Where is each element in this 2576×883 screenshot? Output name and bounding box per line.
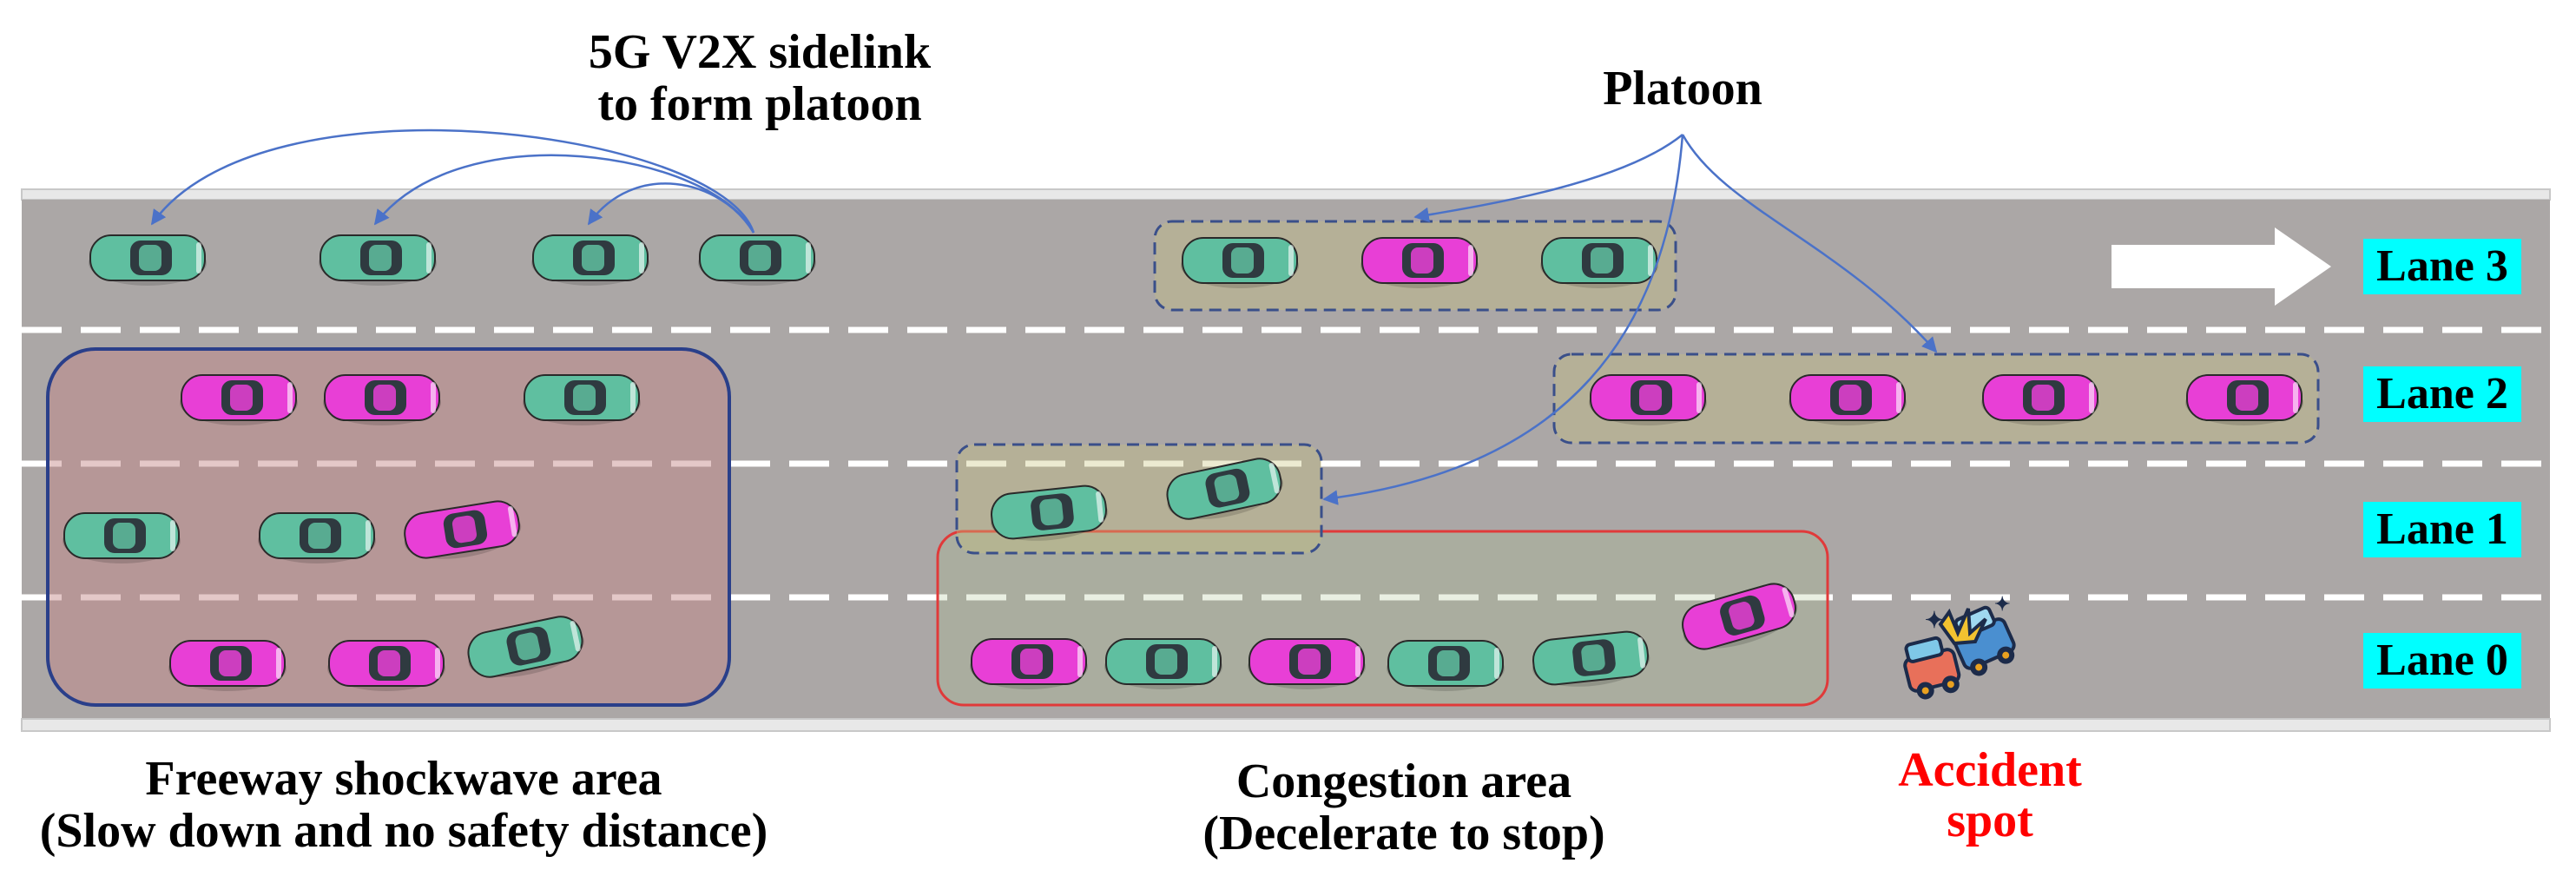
cars (63, 234, 2303, 691)
car-icon (319, 234, 437, 286)
car-icon (970, 638, 1088, 689)
lane-label-text: Lane 1 (2376, 504, 2508, 554)
car-icon (1387, 640, 1505, 691)
lane-label-3: Lane 3 (2363, 239, 2521, 294)
car-icon (323, 374, 441, 425)
car-icon (1540, 237, 1658, 288)
v2x-arrow (150, 128, 755, 234)
lane-label-text: Lane 3 (2376, 241, 2508, 291)
congestion-label-line2: (Decelerate to stop) (1202, 807, 1604, 860)
v2x-label-line2: to form platoon (597, 77, 921, 131)
car-icon (523, 374, 641, 425)
car-icon (327, 640, 445, 691)
lane-label-text: Lane 2 (2376, 369, 2508, 418)
car-icon (168, 640, 287, 691)
car-icon (1166, 458, 1283, 520)
car-icon (1181, 237, 1299, 288)
car-icon (531, 234, 649, 286)
car-icon (2185, 374, 2303, 425)
v2x-arrow (587, 182, 755, 234)
platoon-arrow (1413, 134, 1683, 223)
accident-label-line1: Accident (1898, 743, 2082, 797)
platoon-box-lane2 (1552, 353, 2320, 445)
svg-text:✦: ✦ (1994, 593, 2010, 615)
direction-arrow-icon (2112, 227, 2331, 306)
v2x-sidelink-arrows (150, 128, 755, 234)
lane-label-1: Lane 1 (2363, 502, 2521, 557)
car-icon (1104, 638, 1222, 689)
car-icon (1789, 374, 1907, 425)
platoon-label: Platoon (1603, 62, 1762, 115)
car-icon (258, 512, 376, 563)
platoon-arrow (1681, 134, 1938, 353)
car-icon (63, 512, 181, 563)
freeway-label-line1: Freeway shockwave area (145, 752, 662, 806)
car-icon (1532, 630, 1650, 687)
accident-label-line2: spot (1947, 794, 2033, 847)
congestion-label-line1: Congestion area (1236, 755, 1571, 808)
lane-label-0: Lane 0 (2363, 633, 2521, 689)
car-icon (1360, 237, 1479, 288)
v2x-label-line1: 5G V2X sidelink (589, 25, 932, 79)
freeway-label-line2: (Slow down and no safety distance) (40, 804, 768, 858)
car-icon (89, 234, 207, 286)
platoon-arrow (1322, 134, 1684, 505)
svg-text:✦: ✦ (1925, 608, 1944, 633)
lane-label-2: Lane 2 (2363, 366, 2521, 422)
car-icon (698, 234, 816, 286)
car-icon (180, 374, 298, 425)
bottom-guardrail (21, 718, 2551, 732)
accident-icon: ✦ ✦ (1903, 593, 2016, 700)
car-icon (990, 484, 1109, 541)
lane-label-text: Lane 0 (2376, 636, 2508, 685)
car-icon (1248, 638, 1366, 689)
car-icon (1589, 374, 1707, 425)
platoon-arrows (1322, 134, 1938, 505)
car-icon (1981, 374, 2099, 425)
car-icon (467, 616, 584, 678)
car-icon (1682, 583, 1798, 650)
car-icon (404, 500, 522, 559)
